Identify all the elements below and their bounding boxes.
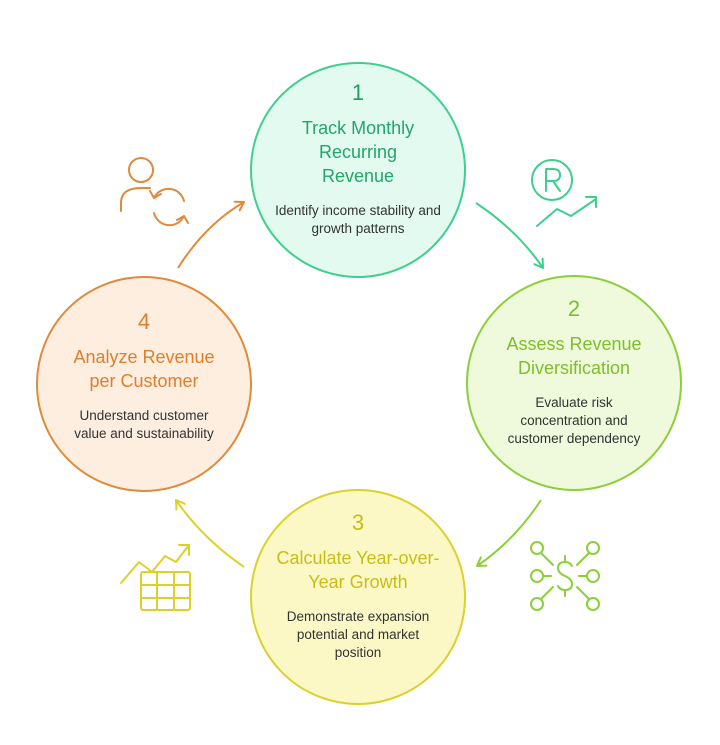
step-3-description: Demonstrate expansion potential and mark… bbox=[286, 609, 430, 660]
step-2-number: 2 bbox=[567, 296, 581, 321]
step-1-circle bbox=[250, 62, 466, 278]
step-1-description: Identify income stability and growth pat… bbox=[275, 203, 441, 236]
step-3-number: 3 bbox=[351, 510, 365, 535]
arrow-step4-to-step1 bbox=[177, 200, 245, 269]
step-1-number: 1 bbox=[351, 80, 365, 105]
recurring-revenue-growth-icon bbox=[531, 159, 597, 227]
step-3-title: Calculate Year-over-Year Growth bbox=[276, 548, 440, 592]
step-2-description: Evaluate risk concentration and customer… bbox=[507, 395, 641, 446]
step-2-title: Assess Revenue Diversification bbox=[506, 334, 642, 378]
step-4-circle bbox=[36, 276, 252, 492]
customer-cycle-icon bbox=[120, 157, 189, 227]
step-4-node: 4 Analyze Revenue per Customer Understan… bbox=[54, 309, 234, 443]
step-1-node: 1 Track Monthly Recurring Revenue Identi… bbox=[268, 80, 448, 238]
step-2-circle bbox=[466, 275, 682, 491]
growth-chart-table-icon bbox=[120, 544, 191, 611]
step-4-number: 4 bbox=[137, 309, 151, 334]
step-4-description: Understand customer value and sustainabi… bbox=[74, 408, 214, 441]
step-2-node: 2 Assess Revenue Diversification Evaluat… bbox=[488, 296, 660, 448]
step-4-title: Analyze Revenue per Customer bbox=[73, 347, 215, 391]
arrow-step1-to-step2 bbox=[475, 202, 544, 269]
arrow-step2-to-step3 bbox=[476, 499, 542, 567]
step-3-circle bbox=[250, 489, 466, 705]
step-3-node: 3 Calculate Year-over-Year Growth Demons… bbox=[268, 510, 448, 662]
arrow-step3-to-step4 bbox=[175, 499, 245, 568]
step-1-title: Track Monthly Recurring Revenue bbox=[301, 118, 415, 186]
revenue-distribution-network-icon bbox=[530, 541, 600, 611]
